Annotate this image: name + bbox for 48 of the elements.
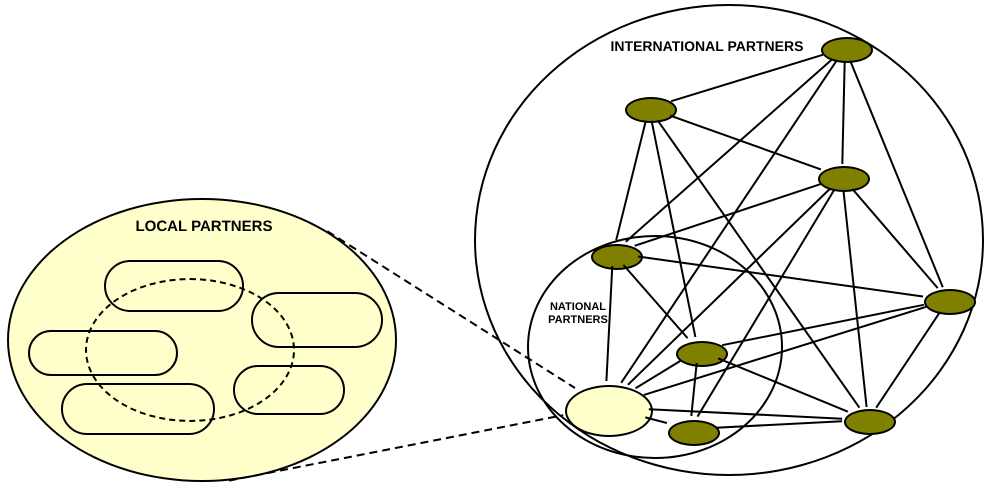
dashed-connector (228, 414, 564, 482)
connector-line (656, 120, 860, 408)
partner-ellipse (676, 341, 728, 367)
connector-line (605, 266, 614, 382)
partner-ellipse (591, 244, 643, 270)
connector-line (670, 54, 824, 102)
connector-line (875, 312, 941, 408)
connector-line (648, 408, 842, 420)
connector-line (842, 190, 868, 408)
partner-ellipse (818, 166, 870, 192)
connector-line (852, 188, 938, 289)
connector-line (841, 60, 846, 164)
partner-ellipse (625, 97, 677, 123)
connector-line (722, 304, 924, 346)
rounded-box (28, 330, 178, 376)
connector-line (650, 120, 696, 338)
group-ellipse (474, 4, 984, 476)
rounded-box (104, 260, 244, 312)
connector-line (696, 188, 836, 418)
connector-line (638, 256, 924, 298)
group-title: INTERNATIONAL PARTNERS (610, 38, 804, 54)
group-title: LOCAL PARTNERS (134, 218, 274, 236)
partner-ellipse (565, 385, 653, 437)
rounded-box (233, 365, 345, 415)
connector-line (634, 183, 821, 247)
connector-line (849, 60, 944, 288)
rounded-box (251, 292, 383, 348)
connector-line (716, 420, 842, 429)
connector-line (620, 60, 838, 384)
partner-ellipse (821, 37, 873, 63)
connector-line (644, 306, 926, 396)
connector-line (615, 120, 647, 240)
partner-ellipse (668, 420, 720, 446)
dashed-ellipse (85, 278, 295, 422)
connector-line (625, 58, 833, 242)
partner-ellipse (924, 289, 976, 315)
connector-line (718, 357, 848, 413)
group-title: NATIONAL PARTNERS (547, 301, 609, 326)
connector-line (622, 264, 688, 339)
rounded-box (61, 383, 215, 435)
connector-line (690, 362, 698, 416)
partner-ellipse (844, 409, 896, 435)
group-ellipse (527, 235, 783, 459)
dashed-connector (326, 230, 576, 389)
connector-line (634, 359, 682, 390)
connector-line (670, 114, 822, 170)
connector-line (627, 188, 831, 386)
connector-line (645, 416, 668, 424)
